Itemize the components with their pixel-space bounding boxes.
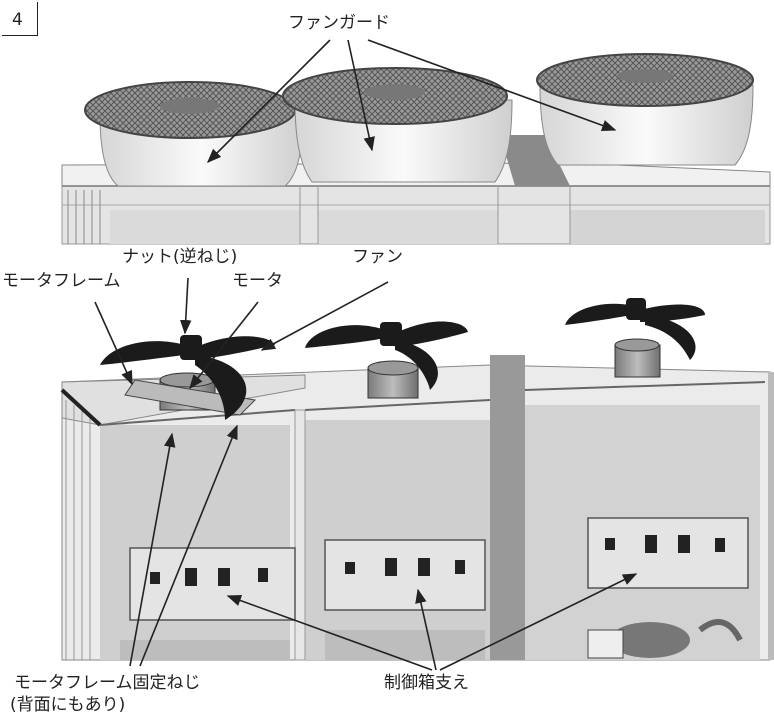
motor-frame-label: モータフレーム: [2, 271, 121, 291]
support-arrow-1: [226, 595, 433, 671]
fan-guard-arrow-3: [367, 39, 617, 131]
nut-label: ナット(逆ねじ): [122, 247, 238, 267]
control-box-support-label: 制御箱支え: [384, 673, 469, 693]
nut-arrow: [179, 277, 192, 335]
fan-arrow: [260, 281, 389, 351]
step-number: 4: [12, 10, 23, 30]
fan-guard-arrow-1: [206, 39, 331, 164]
step-number-box: 4: [2, 2, 38, 36]
top-unit: [61, 53, 771, 245]
fan-guard-arrow-2: [347, 39, 375, 152]
fan-label: ファン: [352, 247, 403, 267]
fan-guard-label: ファンガード: [288, 13, 390, 33]
motor-frame-screw-label: モータフレーム固定ねじ: [14, 673, 201, 693]
motor-frame-arrow: [94, 301, 133, 386]
leader-lines: [94, 39, 638, 671]
motor-frame-screw-note: (背面にもあり): [10, 695, 126, 715]
motor-arrow: [189, 301, 259, 390]
screw-arrow-2: [139, 424, 238, 667]
motor-label: モータ: [232, 271, 283, 291]
support-arrow-3: [439, 573, 638, 671]
screw-arrow-1: [129, 432, 176, 667]
bottom-unit: [60, 298, 774, 661]
support-arrow-2: [415, 588, 437, 671]
